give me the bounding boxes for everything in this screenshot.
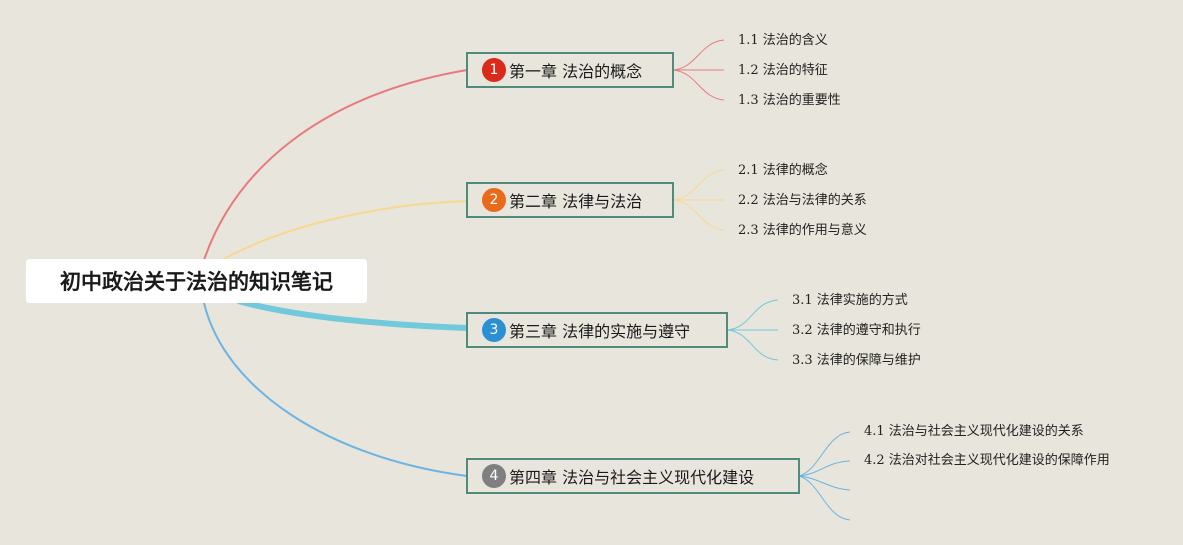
sub-link-1-1	[672, 39, 725, 71]
chapter-1-label: 第一章 法治的概念	[509, 62, 643, 81]
subtopic-1-1[interactable]: 1.1 法治的含义	[738, 33, 828, 48]
sub-link-4-1	[798, 431, 851, 477]
sub-link-2-3	[672, 199, 725, 231]
subtopic-4-2[interactable]: 4.2 法治对社会主义现代化建设的保障作用	[864, 453, 1110, 468]
sub-link-4-4	[798, 475, 851, 521]
sub-link-1-3	[672, 69, 725, 101]
subtopic-1-2[interactable]: 1.2 法治的特征	[738, 63, 828, 78]
subtopic-2-2[interactable]: 2.2 法治与法律的关系	[738, 193, 867, 208]
root-link-chapter-2	[221, 200, 468, 261]
chapter-2-number-badge: 2	[482, 188, 506, 212]
root-link-chapter-1	[203, 69, 468, 261]
sub-link-4-3	[798, 475, 851, 491]
chapter-4-node[interactable]: 4 第四章 法治与社会主义现代化建设	[466, 458, 800, 494]
subtopic-3-1[interactable]: 3.1 法律实施的方式	[792, 293, 908, 308]
chapter-2-node[interactable]: 2 第二章 法律与法治	[466, 182, 674, 218]
subtopic-4-1[interactable]: 4.1 法治与社会主义现代化建设的关系	[864, 424, 1084, 439]
root-topic-label: 初中政治关于法治的知识笔记	[60, 270, 333, 294]
subtopic-2-1[interactable]: 2.1 法律的概念	[738, 163, 828, 178]
subtopic-3-3[interactable]: 3.3 法律的保障与维护	[792, 353, 921, 368]
root-link-chapter-4	[203, 302, 468, 477]
sub-link-3-3	[726, 329, 779, 361]
subtopic-1-3[interactable]: 1.3 法治的重要性	[738, 93, 841, 108]
root-topic[interactable]: 初中政治关于法治的知识笔记	[26, 259, 367, 303]
sub-link-4-2	[798, 460, 851, 477]
chapter-1-number-badge: 1	[482, 58, 506, 82]
sub-link-3-1	[726, 299, 779, 331]
chapter-2-label: 第二章 法律与法治	[509, 192, 643, 211]
subtopic-2-3[interactable]: 2.3 法律的作用与意义	[738, 223, 867, 238]
root-link-chapter-3	[237, 298, 468, 331]
chapter-3-label: 第三章 法律的实施与遵守	[509, 322, 691, 341]
chapter-4-label: 第四章 法治与社会主义现代化建设	[509, 468, 755, 487]
chapter-1-node[interactable]: 1 第一章 法治的概念	[466, 52, 674, 88]
subtopic-3-2[interactable]: 3.2 法律的遵守和执行	[792, 323, 921, 338]
chapter-4-number-badge: 4	[482, 464, 506, 488]
chapter-3-number-badge: 3	[482, 318, 506, 342]
sub-link-2-1	[672, 169, 725, 201]
chapter-3-node[interactable]: 3 第三章 法律的实施与遵守	[466, 312, 728, 348]
